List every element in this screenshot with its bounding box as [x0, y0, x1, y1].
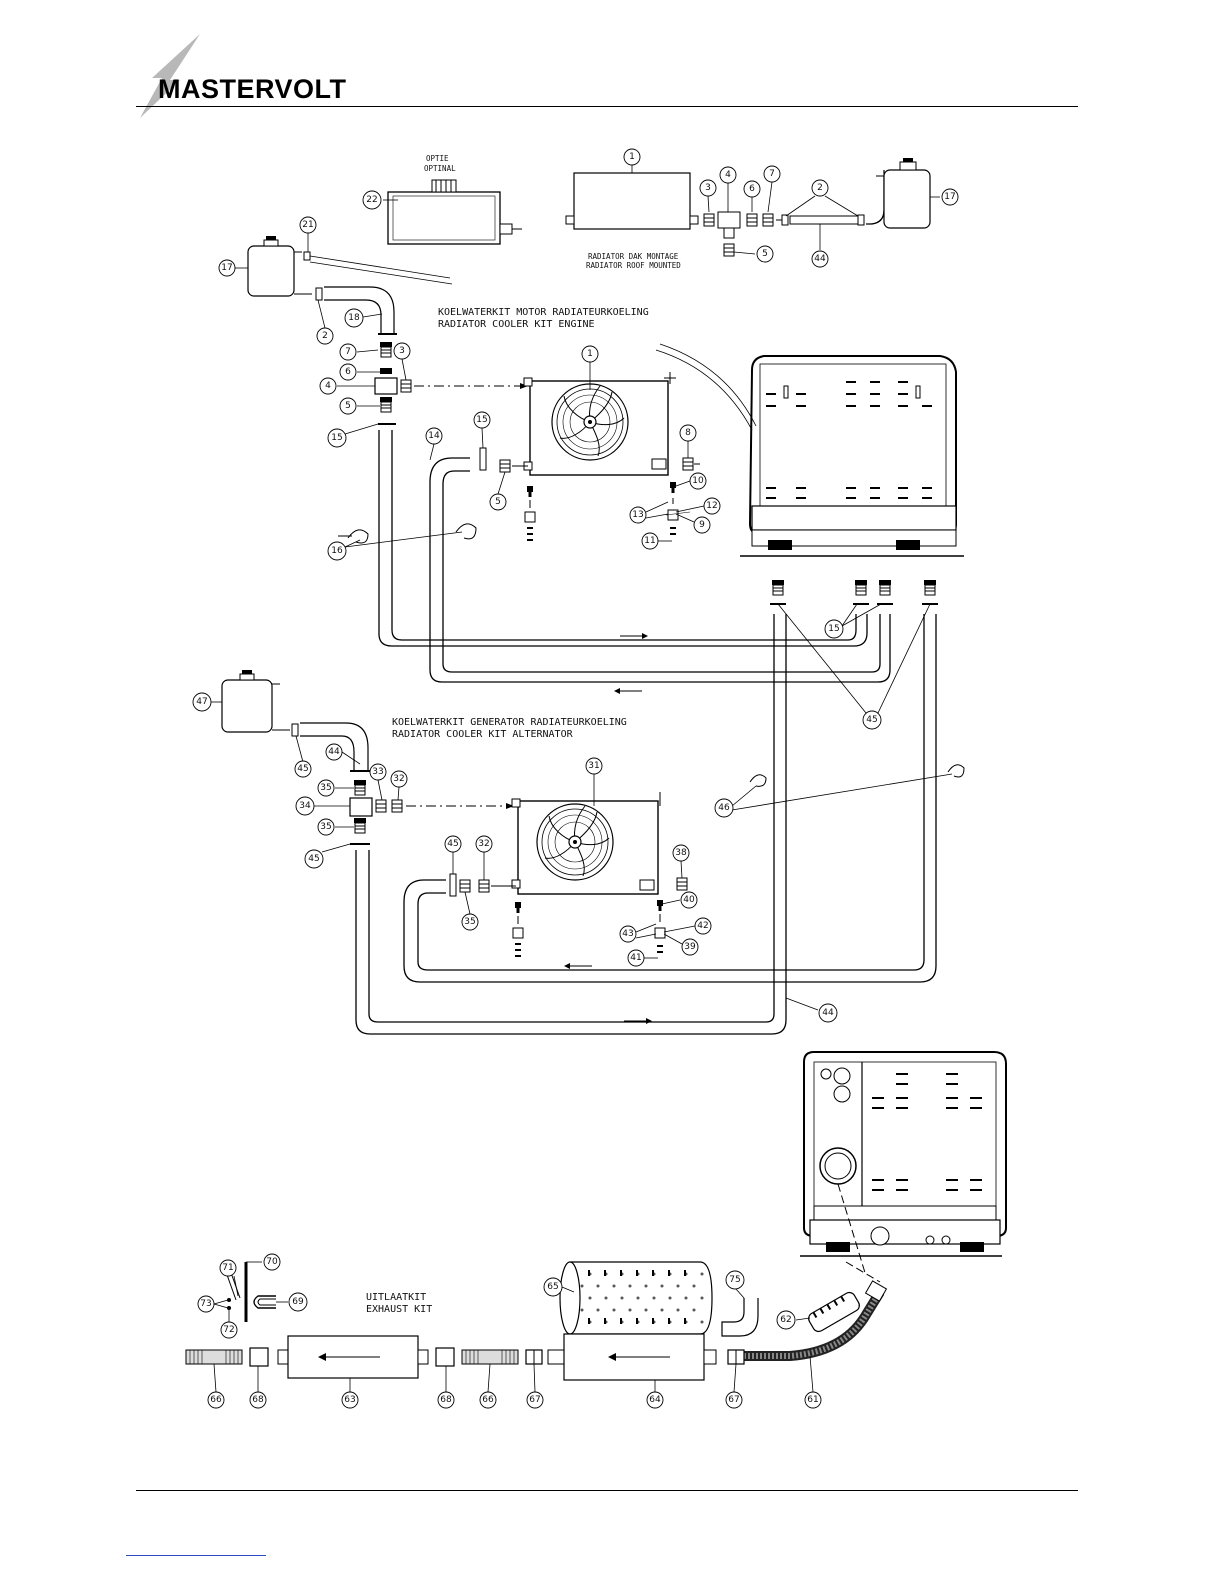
callout-21: 21 [302, 220, 313, 230]
callout-62: 62 [780, 1315, 791, 1325]
callout-38: 38 [675, 848, 687, 858]
callout-35-inlet: 35 [464, 917, 475, 927]
callout-6-engine: 6 [345, 367, 351, 377]
callout-69: 69 [292, 1297, 304, 1307]
callout-41: 41 [630, 953, 641, 963]
callout-66-right: 66 [482, 1395, 494, 1405]
brand-logo: MASTERVOLT [158, 74, 347, 104]
callout-6: 6 [749, 184, 755, 194]
callout-33: 33 [372, 767, 383, 777]
callout-40: 40 [683, 895, 695, 905]
callout-7-engine: 7 [345, 347, 351, 357]
callout-2-engine: 2 [322, 331, 328, 341]
optional-label: OPTINAL [424, 164, 456, 173]
callout-7: 7 [769, 169, 775, 179]
callout-63: 63 [344, 1395, 355, 1405]
callout-35-top: 35 [320, 783, 331, 793]
callout-2: 2 [817, 183, 823, 193]
callout-3-engine: 3 [399, 346, 405, 356]
callout-14: 14 [428, 431, 440, 441]
footer-link-underline[interactable] [126, 1555, 266, 1556]
callout-17: 17 [944, 192, 955, 202]
callout-32-inlet: 32 [478, 839, 489, 849]
footer-rule [136, 1490, 1078, 1491]
callout-39: 39 [684, 942, 696, 952]
callout-46: 46 [718, 803, 730, 813]
callout-73: 73 [200, 1299, 211, 1309]
callout-45-genset: 45 [866, 715, 877, 725]
callout-1-engine-radiator: 1 [587, 349, 593, 359]
callout-67-right: 67 [728, 1395, 739, 1405]
alternator-kit-title-nl: KOELWATERKIT GENERATOR RADIATEURKOELING [392, 717, 627, 728]
callout-4: 4 [725, 170, 731, 180]
callout-45-tank: 45 [297, 764, 308, 774]
engine-kit-title-nl: KOELWATERKIT MOTOR RADIATEURKOELING [438, 307, 649, 318]
callout-17-engine-tank: 17 [221, 263, 232, 273]
callout-44-loop: 44 [822, 1008, 834, 1018]
callout-16: 16 [331, 546, 343, 556]
callout-42: 42 [697, 921, 708, 931]
callout-45-inlet: 45 [447, 839, 458, 849]
option-label: OPTIE [426, 154, 449, 163]
callout-12: 12 [706, 501, 717, 511]
callout-68-left: 68 [252, 1395, 264, 1405]
callout-13: 13 [632, 510, 643, 520]
callout-72: 72 [223, 1325, 234, 1335]
engine-kit-title-en: RADIATOR COOLER KIT ENGINE [438, 319, 595, 330]
callout-15-engine: 15 [331, 433, 342, 443]
callout-61: 61 [807, 1395, 818, 1405]
callout-65: 65 [547, 1282, 558, 1292]
callout-18: 18 [348, 313, 360, 323]
callout-66-left: 66 [210, 1395, 222, 1405]
callout-31: 31 [588, 761, 599, 771]
exhaust-kit-title-nl: UITLAATKIT [366, 1292, 426, 1303]
callout-4-engine: 4 [325, 381, 331, 391]
callout-43: 43 [622, 929, 633, 939]
callout-10: 10 [692, 476, 704, 486]
callout-70: 70 [266, 1257, 278, 1267]
callout-44-hose: 44 [328, 747, 340, 757]
callout-11: 11 [644, 536, 655, 546]
roof-mount-label-en: RADIATOR ROOF MOUNTED [586, 261, 681, 270]
callout-68-right: 68 [440, 1395, 452, 1405]
callout-3: 3 [705, 183, 711, 193]
callout-34: 34 [299, 801, 311, 811]
callout-32: 32 [393, 774, 404, 784]
exhaust-kit-title-en: EXHAUST KIT [366, 1304, 432, 1315]
callout-44: 44 [814, 254, 826, 264]
callout-15-genset: 15 [828, 624, 839, 634]
callout-5: 5 [762, 249, 768, 259]
callout-64: 64 [649, 1395, 661, 1405]
header-rule [136, 106, 1078, 107]
callout-5-engine: 5 [345, 401, 351, 411]
callout-15-hose: 15 [476, 415, 487, 425]
callout-45-alt: 45 [308, 854, 319, 864]
callout-75: 75 [729, 1275, 740, 1285]
roof-mount-label-nl: RADIATOR DAK MONTAGE [588, 252, 679, 261]
alternator-kit-title-en: RADIATOR COOLER KIT ALTERNATOR [392, 729, 574, 740]
callout-67-left: 67 [529, 1395, 540, 1405]
callout-8: 8 [685, 428, 691, 438]
callout-5-inlet: 5 [495, 497, 501, 507]
lightning-logo-icon [140, 34, 200, 118]
callout-22: 22 [366, 195, 377, 205]
callout-35-bottom: 35 [320, 822, 331, 832]
callout-71: 71 [222, 1263, 233, 1273]
callout-1-roof-radiator: 1 [629, 152, 635, 162]
callout-9: 9 [699, 520, 705, 530]
callout-47: 47 [196, 697, 207, 707]
